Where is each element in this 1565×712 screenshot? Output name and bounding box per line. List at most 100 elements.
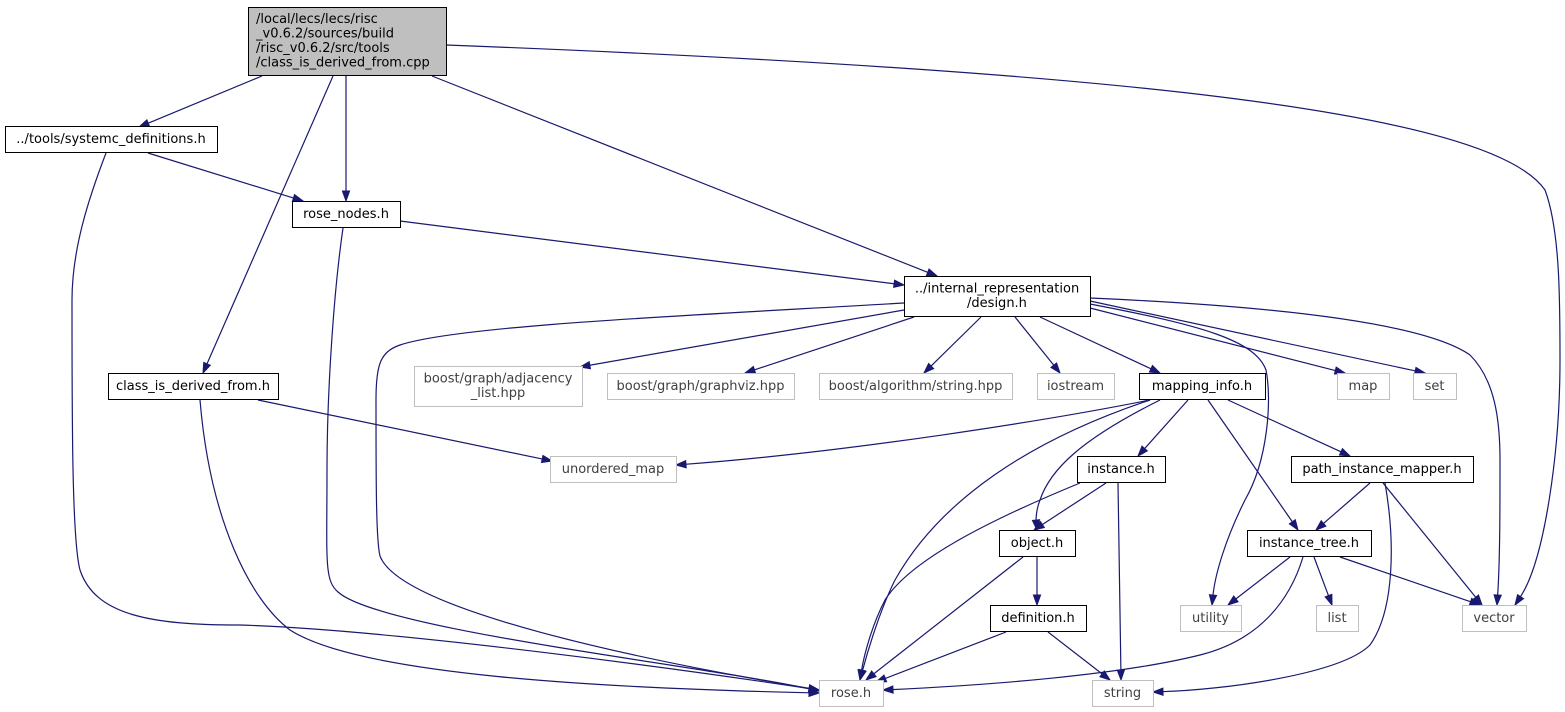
edge-arrowhead	[1032, 594, 1042, 607]
node-box	[414, 366, 583, 407]
node-label: /local/lecs/lecs/risc	[256, 12, 378, 27]
edge-line	[1089, 307, 1337, 372]
node-rose-nodes[interactable]: rose_nodes.h	[292, 201, 401, 228]
node-string: string	[1092, 680, 1154, 707]
edge-line	[1207, 399, 1294, 523]
edge-line	[1089, 303, 1270, 597]
edge-line	[861, 399, 1151, 672]
node-object[interactable]: object.h	[999, 530, 1076, 557]
edge-line	[753, 316, 915, 371]
edge-arrowhead	[540, 454, 554, 464]
edge-line	[1227, 399, 1343, 453]
edge-arrowhead	[674, 459, 687, 469]
edge-arrowhead	[864, 670, 877, 681]
node-box	[1092, 680, 1154, 707]
edge-line	[199, 399, 811, 694]
edge-line	[257, 399, 544, 460]
edge-arrowhead	[137, 118, 151, 128]
edge-arrowhead	[857, 668, 866, 682]
node-label: map	[1349, 379, 1378, 394]
edge-instance_tree-to-rose	[881, 556, 1304, 694]
edge-line	[1161, 482, 1392, 693]
node-label: boost/graph/graphviz.hpp	[617, 379, 785, 394]
node-box	[1462, 605, 1527, 632]
node-map: map	[1337, 373, 1390, 400]
node-box	[1037, 373, 1115, 400]
node-systemc-definitions[interactable]: ../tools/systemc_definitions.h	[5, 126, 218, 153]
node-rose: rose.h	[819, 680, 884, 707]
edge-arrowhead	[925, 268, 939, 277]
edge-mapping_info-to-path_instance_mapper	[1227, 399, 1352, 457]
edge-instance-to-rose	[857, 482, 1081, 682]
node-label: class_is_derived_from.h	[116, 379, 270, 394]
edge-arrowhead	[1514, 593, 1525, 607]
edge-root-to-systemc_definitions	[137, 75, 263, 128]
edge-path_instance_mapper-to-vector	[1382, 482, 1483, 607]
edge-instance_tree-to-vector	[1339, 556, 1482, 606]
node-label: set	[1425, 379, 1445, 394]
edge-arrowhead	[291, 193, 305, 203]
node-box	[1180, 605, 1242, 632]
node-mapping-info[interactable]: mapping_info.h	[1139, 373, 1266, 400]
node-box	[1077, 456, 1166, 483]
edge-design-to-rose	[375, 302, 905, 693]
edge-line	[1041, 482, 1107, 526]
edge-line	[1339, 556, 1472, 603]
edge-line	[147, 75, 263, 125]
node-label: instance_tree.h	[1259, 536, 1359, 551]
edge-mapping_info-to-instance	[1137, 399, 1189, 458]
node-adjacency-list: boost/graph/adjacency_list.hpp	[414, 366, 583, 407]
node-box	[1247, 530, 1372, 557]
edge-arrowhead	[1137, 445, 1149, 458]
edge-instance_tree-to-list	[1313, 556, 1333, 607]
node-label: _list.hpp	[470, 386, 525, 401]
node-label: /class_is_derived_from.cpp	[256, 56, 430, 71]
edge-line	[1089, 300, 1417, 372]
node-set: set	[1413, 373, 1457, 400]
node-box	[1316, 605, 1359, 632]
node-definition[interactable]: definition.h	[990, 605, 1087, 632]
node-box	[108, 373, 279, 400]
edge-root-to-design	[431, 75, 939, 277]
edge-line	[71, 152, 811, 690]
node-box	[990, 605, 1087, 632]
edge-design-to-iostream	[1014, 316, 1061, 375]
node-box	[550, 456, 677, 483]
node-label: utility	[1192, 611, 1229, 626]
node-design[interactable]: ../internal_representation/design.h	[904, 276, 1091, 317]
edge-line	[399, 220, 896, 285]
node-label: instance.h	[1087, 462, 1154, 477]
node-class-is-derived-from[interactable]: class_is_derived_from.h	[108, 373, 279, 400]
node-label: _v0.6.2/sources/build	[255, 27, 394, 42]
edge-arrowhead	[1333, 366, 1347, 375]
edge-line	[1313, 556, 1330, 597]
edge-root-to-rose_nodes	[341, 76, 351, 203]
edge-line	[431, 75, 929, 274]
edge-rose_nodes-to-design	[399, 220, 906, 288]
node-box	[819, 680, 884, 707]
edge-line	[445, 44, 1561, 598]
edge-arrowhead	[1151, 687, 1164, 696]
nodes-layer: /local/lecs/lecs/risc_v0.6.2/sources/bui…	[5, 7, 1527, 707]
node-algorithm-string: boost/algorithm/string.hpp	[819, 373, 1013, 400]
node-instance[interactable]: instance.h	[1077, 456, 1166, 483]
edge-line	[375, 302, 905, 690]
node-label: iostream	[1047, 379, 1104, 394]
node-label: vector	[1473, 611, 1515, 626]
edge-class_is_derived_from-to-unordered_map	[257, 399, 554, 464]
edge-line	[1234, 556, 1291, 600]
node-box	[292, 201, 401, 228]
edge-line	[1382, 482, 1477, 599]
edge-path_instance_mapper-to-instance_tree	[1314, 482, 1371, 531]
edge-design-to-algorithm_string	[922, 316, 982, 375]
node-label: rose_nodes.h	[303, 207, 389, 222]
node-iostream: iostream	[1037, 373, 1115, 400]
edge-line	[147, 152, 295, 199]
edge-class_is_derived_from-to-rose	[199, 399, 821, 698]
node-instance-tree[interactable]: instance_tree.h	[1247, 530, 1372, 557]
node-path-instance-mapper[interactable]: path_instance_mapper.h	[1291, 456, 1474, 483]
node-label: definition.h	[1001, 611, 1075, 626]
node-utility: utility	[1180, 605, 1242, 632]
edge-arrowhead	[341, 190, 351, 203]
